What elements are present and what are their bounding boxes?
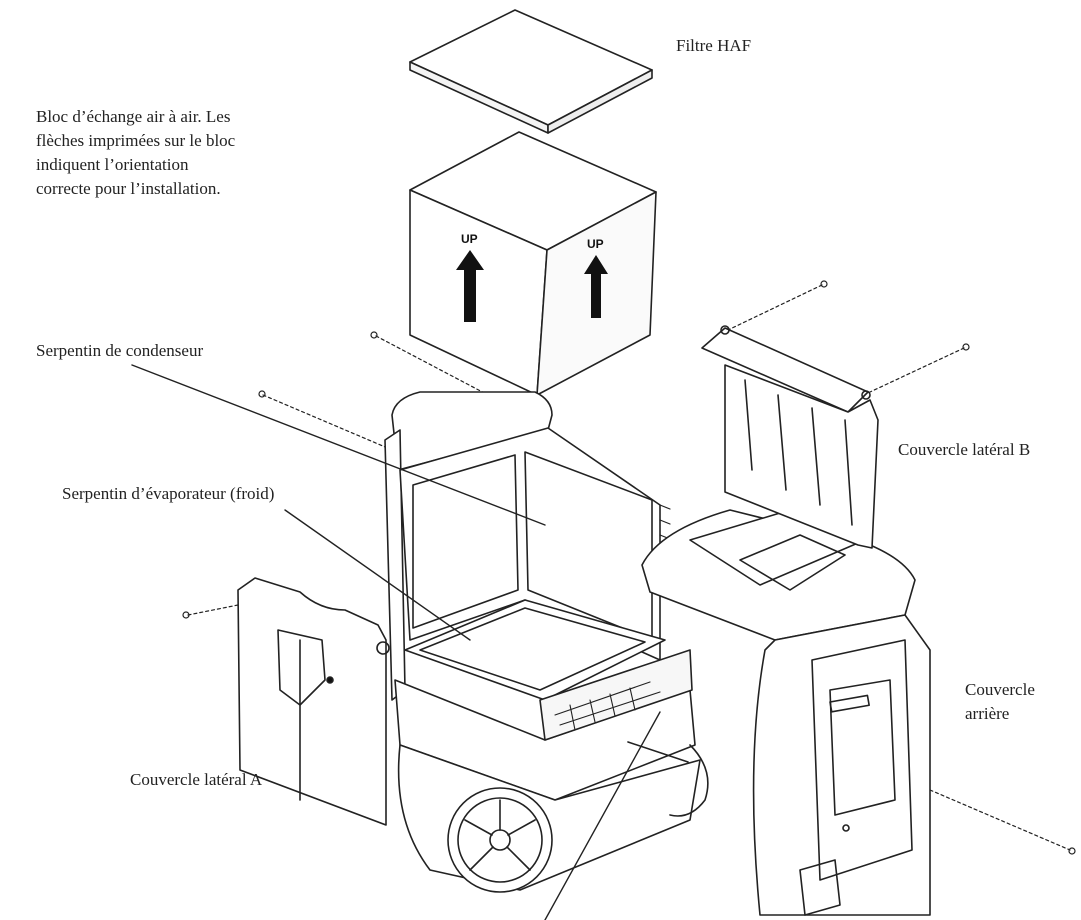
label-condenser-coil: Serpentin de condenseur: [36, 341, 204, 360]
up-arrow-icon-right: [584, 255, 608, 318]
leader-bottom: [544, 711, 661, 920]
rear-cover: [641, 509, 931, 916]
side-cover-b: [701, 325, 879, 549]
side-cover-a: [237, 577, 390, 826]
haf-filter-plate: [409, 9, 653, 134]
leader-evaporator: [284, 509, 471, 641]
label-haf-filter: Filtre HAF: [676, 36, 752, 55]
up-marking-right: UP: [587, 237, 604, 251]
label-side-cover-a: Couvercle latéral A: [130, 770, 263, 789]
label-exchange-block: Bloc d’échange air à air. Les flèches im…: [36, 107, 236, 198]
label-rear-cover: Couvercle arrière: [965, 680, 1035, 723]
label-side-cover-b: Couvercle latéral B: [898, 440, 1031, 459]
internal-components: [554, 681, 661, 731]
exchange-block: [409, 131, 657, 396]
main-chassis: [384, 391, 709, 893]
up-arrow-icon-left: [456, 250, 484, 322]
label-evaporator-coil: Serpentin d’évaporateur (froid): [62, 484, 275, 503]
leader-lines: [131, 364, 661, 920]
wheel: [447, 787, 553, 893]
screws: [182, 280, 1076, 855]
up-marking-left: UP: [461, 232, 478, 246]
leader-condenser: [131, 364, 546, 526]
